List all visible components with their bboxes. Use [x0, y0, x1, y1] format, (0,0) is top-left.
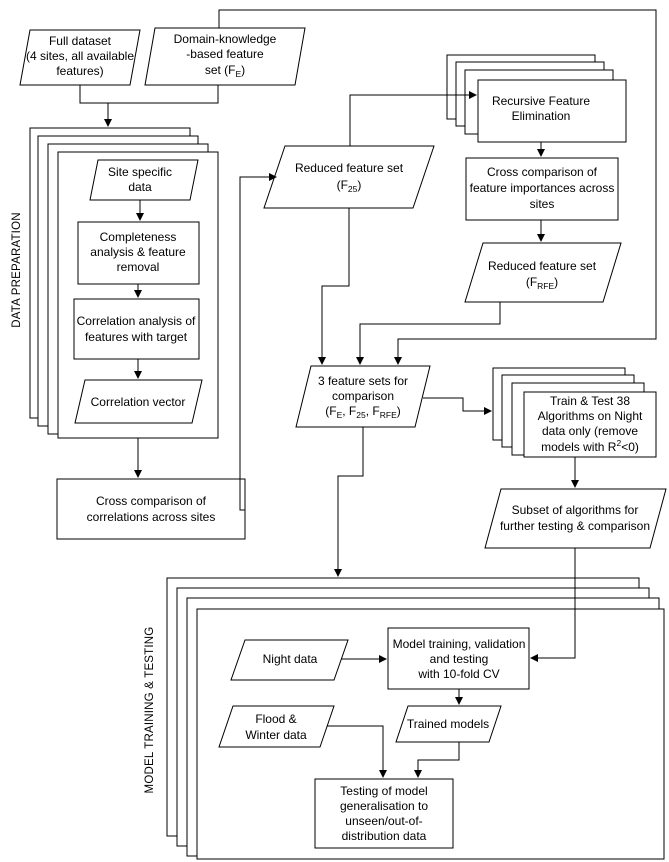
- arrow-domain-to-prep: [108, 85, 219, 104]
- arrow-cross-correlation-to-f25: [239, 173, 277, 511]
- arrow-f25-to-rfe: [349, 91, 477, 146]
- rfe-line-1: Recursive Feature: [492, 94, 590, 108]
- correlation-analysis-line-2: features with target: [85, 330, 188, 344]
- arrow-three-sets-to-train-test: [423, 397, 492, 415]
- domain-knowledge-line-1: Domain-knowledge: [174, 32, 277, 46]
- rfe-node: Recursive Feature Elimination: [492, 94, 590, 123]
- reduced-frfe-line-1: Reduced feature set: [488, 259, 597, 273]
- testing-generalisation-line-1: Testing of model: [340, 784, 427, 798]
- rfe-stack: [446, 54, 627, 143]
- testing-generalisation-line-2: generalisation to: [340, 799, 428, 813]
- arrow-subset-to-model-training: [530, 548, 576, 662]
- domain-knowledge-line-2: -based feature: [186, 47, 264, 61]
- completeness-line-2: analysis & feature: [90, 245, 186, 259]
- arrow-full-dataset-to-prep: [79, 85, 112, 127]
- rfe-line-2: Elimination: [512, 109, 571, 123]
- section-label-model-training-testing: MODEL TRAINING & TESTING: [144, 627, 156, 794]
- night-data-node: Night data: [230, 639, 349, 681]
- site-specific-node: Site specific data: [89, 159, 199, 201]
- domain-knowledge-line-3: set (FE): [205, 63, 245, 79]
- three-feature-sets-line-1: 3 feature sets for: [318, 374, 408, 388]
- subset-algorithms-line-1: Subset of algorithms for: [512, 503, 639, 517]
- night-data-label: Night data: [263, 652, 318, 666]
- model-training-node: Model training, validation and testing w…: [387, 627, 530, 690]
- train-test-line-2: Algorithms on Night: [538, 409, 643, 423]
- full-dataset-line-3: features): [56, 64, 103, 78]
- reduced-frfe-line-2: (FRFE): [526, 275, 558, 291]
- cross-importance-line-1: Cross comparison of: [487, 165, 598, 179]
- model-training-line-3: with 10-fold CV: [417, 667, 499, 681]
- arrow-three-sets-to-model-stack: [334, 427, 364, 577]
- arrow-trained-to-testing: [414, 742, 460, 778]
- three-feature-sets-line-2: comparison: [332, 389, 394, 403]
- arrow-frfe-to-three-sets: [356, 302, 501, 365]
- completeness-line-3: removal: [117, 260, 160, 274]
- correlation-vector-label: Correlation vector: [91, 395, 186, 409]
- completeness-line-1: Completeness: [100, 230, 177, 244]
- section-label-data-preparation: DATA PREPARATION: [11, 212, 23, 327]
- three-feature-sets-node: 3 feature sets for comparison (FE, F25, …: [295, 365, 431, 428]
- full-dataset-line-1: Full dataset: [49, 34, 112, 48]
- three-feature-sets-line-3: (FE, F25, FRFE): [325, 404, 400, 420]
- flood-winter-line-1: Flood &: [255, 712, 296, 726]
- reduced-f25-line-2: (F25): [337, 178, 362, 194]
- model-training-line-1: Model training, validation: [393, 637, 526, 651]
- arrow-flood-to-testing: [327, 725, 387, 778]
- completeness-node: Completeness analysis & feature removal: [77, 221, 200, 285]
- domain-knowledge-node: Domain-knowledge -based feature set (FE): [144, 27, 306, 86]
- connectors: [79, 9, 657, 778]
- correlation-analysis-line-1: Correlation analysis of: [77, 314, 196, 328]
- cross-correlation-line-2: correlations across sites: [87, 510, 216, 524]
- train-test-stack: [492, 367, 657, 458]
- train-test-line-3: data only (remove: [542, 424, 638, 438]
- site-specific-line-2: data: [128, 180, 152, 194]
- train-test-line-4: models with R2<0): [541, 438, 639, 454]
- cross-correlation-node: Cross comparison of correlations across …: [56, 478, 246, 540]
- train-test-node: Train & Test 38 Algorithms on Night data…: [538, 394, 643, 454]
- cross-correlation-line-1: Cross comparison of: [96, 494, 207, 508]
- train-test-line-1: Train & Test 38: [550, 394, 630, 408]
- cross-importance-node: Cross comparison of feature importances …: [465, 157, 619, 221]
- testing-generalisation-node: Testing of model generalisation to unsee…: [314, 778, 454, 849]
- reduced-frfe-node: Reduced feature set (FRFE): [464, 242, 622, 303]
- reduced-f25-line-1: Reduced feature set: [295, 161, 404, 175]
- site-specific-line-1: Site specific: [108, 165, 172, 179]
- flood-winter-line-2: Winter data: [245, 728, 307, 742]
- trained-models-label: Trained models: [407, 717, 489, 731]
- arrow-f25-to-three-sets: [318, 208, 350, 365]
- correlation-analysis-node: Correlation analysis of features with ta…: [73, 298, 200, 360]
- arrow-domain-to-three-sets: [218, 9, 657, 365]
- correlation-vector-node: Correlation vector: [74, 379, 203, 424]
- trained-models-node: Trained models: [395, 705, 502, 743]
- cross-importance-line-3: sites: [530, 197, 555, 211]
- cross-importance-line-2: feature importances across: [470, 181, 615, 195]
- subset-algorithms-node: Subset of algorithms for further testing…: [484, 488, 667, 549]
- reduced-f25-node: Reduced feature set (F25): [263, 145, 435, 209]
- model-training-line-2: and testing: [430, 652, 489, 666]
- testing-generalisation-line-3: unseen/out-of-: [345, 814, 422, 828]
- full-dataset-node: Full dataset (4 sites, all available fea…: [19, 29, 141, 86]
- testing-generalisation-line-4: distribution data: [342, 829, 427, 843]
- full-dataset-line-2: (4 sites, all available: [26, 49, 134, 63]
- flood-winter-node: Flood & Winter data: [218, 705, 335, 748]
- subset-algorithms-line-2: further testing & comparison: [500, 519, 650, 533]
